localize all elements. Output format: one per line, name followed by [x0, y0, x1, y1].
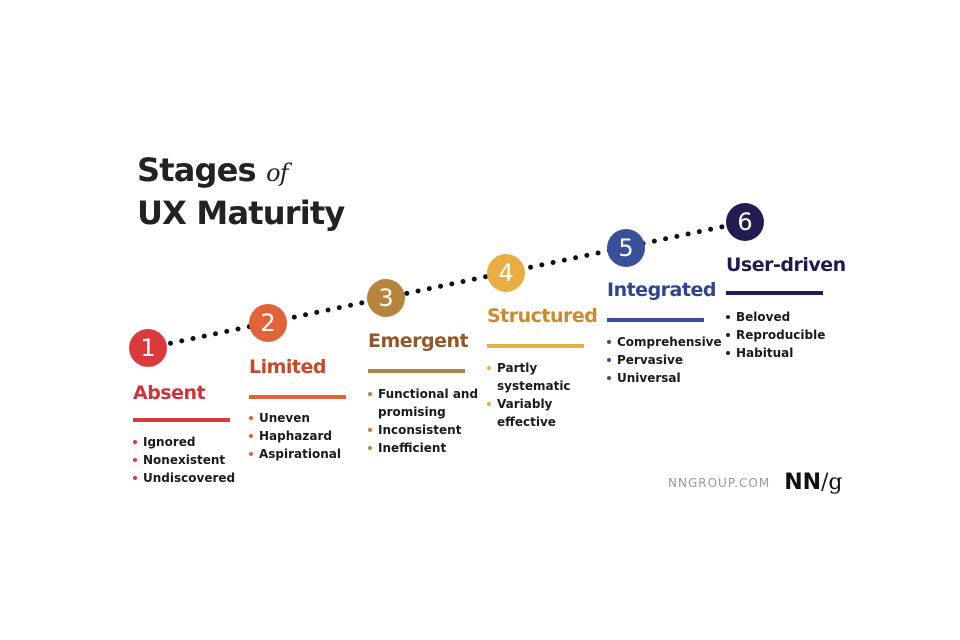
- dotted-line: [145, 219, 748, 351]
- site-url: NNGROUP.COM: [668, 475, 771, 490]
- list-item: Aspirational: [249, 445, 364, 463]
- trait-text: Universal: [617, 371, 681, 385]
- bullet-icon: [133, 458, 137, 462]
- list-item: Universal: [607, 369, 722, 387]
- bullet-icon: [487, 366, 491, 370]
- trait-text: Pervasive: [617, 353, 683, 367]
- list-item: Comprehensive: [607, 333, 722, 351]
- stage-underline: [726, 291, 823, 295]
- stage-label: Emergent: [368, 330, 469, 352]
- trait-text: Reproducible: [736, 328, 826, 342]
- trait-text: Nonexistent: [143, 453, 226, 467]
- list-item: Ignored: [133, 433, 248, 451]
- stage-number-circle: 6: [726, 203, 764, 241]
- stage-underline: [133, 418, 230, 422]
- bullet-icon: [133, 440, 137, 444]
- footer: NNGROUP.COM NN/g: [668, 470, 843, 495]
- stage-label: Absent: [133, 382, 206, 404]
- stage-label: User-driven: [726, 254, 846, 276]
- trait-text: Ignored: [143, 435, 196, 449]
- logo-nn: NN: [784, 470, 822, 495]
- bullet-icon: [368, 392, 372, 396]
- stage-label: Structured: [487, 305, 598, 327]
- bullet-icon: [249, 452, 253, 456]
- diagram-title: Stages of UX Maturity: [137, 150, 345, 233]
- list-item: Partly systematic: [487, 359, 602, 395]
- bullet-icon: [607, 376, 611, 380]
- stage-underline: [249, 395, 346, 399]
- bullet-icon: [607, 340, 611, 344]
- stage-number-circle: 4: [487, 254, 525, 292]
- stage-label: Limited: [249, 356, 327, 378]
- trait-text: Inconsistent: [378, 423, 462, 437]
- list-item: Nonexistent: [133, 451, 248, 469]
- title-word-of: of: [266, 159, 289, 187]
- list-item: Beloved: [726, 308, 841, 326]
- trait-text: Inefficient: [378, 441, 447, 455]
- bullet-icon: [133, 476, 137, 480]
- stage-number-circle: 3: [367, 279, 405, 317]
- stage-label: Integrated: [607, 279, 716, 301]
- trait-text: Habitual: [736, 346, 794, 360]
- list-item: Undiscovered: [133, 469, 248, 487]
- title-word-stages: Stages: [137, 151, 257, 189]
- trait-text: Uneven: [259, 411, 310, 425]
- trait-text: Beloved: [736, 310, 791, 324]
- stage-number-circle: 1: [129, 329, 167, 367]
- list-item: Inconsistent: [368, 421, 483, 439]
- stage-number-circle: 5: [607, 229, 645, 267]
- bullet-icon: [607, 358, 611, 362]
- list-item: Variably effective: [487, 395, 602, 431]
- list-item: Functional and promising: [368, 385, 483, 421]
- stage-underline: [368, 369, 465, 373]
- bullet-icon: [368, 428, 372, 432]
- bullet-icon: [368, 446, 372, 450]
- logo-g: /g: [821, 470, 843, 495]
- trait-text: Variably effective: [497, 397, 556, 429]
- list-item: Pervasive: [607, 351, 722, 369]
- trait-text: Comprehensive: [617, 335, 722, 349]
- stage-number-circle: 2: [249, 304, 287, 342]
- trait-text: Aspirational: [259, 447, 341, 461]
- trait-text: Functional and promising: [378, 387, 479, 419]
- stage-underline: [487, 344, 584, 348]
- bullet-icon: [487, 402, 491, 406]
- title-line-ux-maturity: UX Maturity: [137, 194, 345, 232]
- trait-text: Partly systematic: [497, 361, 571, 393]
- list-item: Habitual: [726, 344, 841, 362]
- trait-text: Haphazard: [259, 429, 332, 443]
- bullet-icon: [249, 416, 253, 420]
- stage-underline: [607, 318, 704, 322]
- bullet-icon: [249, 434, 253, 438]
- bullet-icon: [726, 315, 730, 319]
- bullet-icon: [726, 351, 730, 355]
- list-item: Haphazard: [249, 427, 364, 445]
- list-item: Inefficient: [368, 439, 483, 457]
- bullet-icon: [726, 333, 730, 337]
- nng-logo: NN/g: [784, 470, 842, 495]
- trait-text: Undiscovered: [143, 471, 236, 485]
- list-item: Reproducible: [726, 326, 841, 344]
- list-item: Uneven: [249, 409, 364, 427]
